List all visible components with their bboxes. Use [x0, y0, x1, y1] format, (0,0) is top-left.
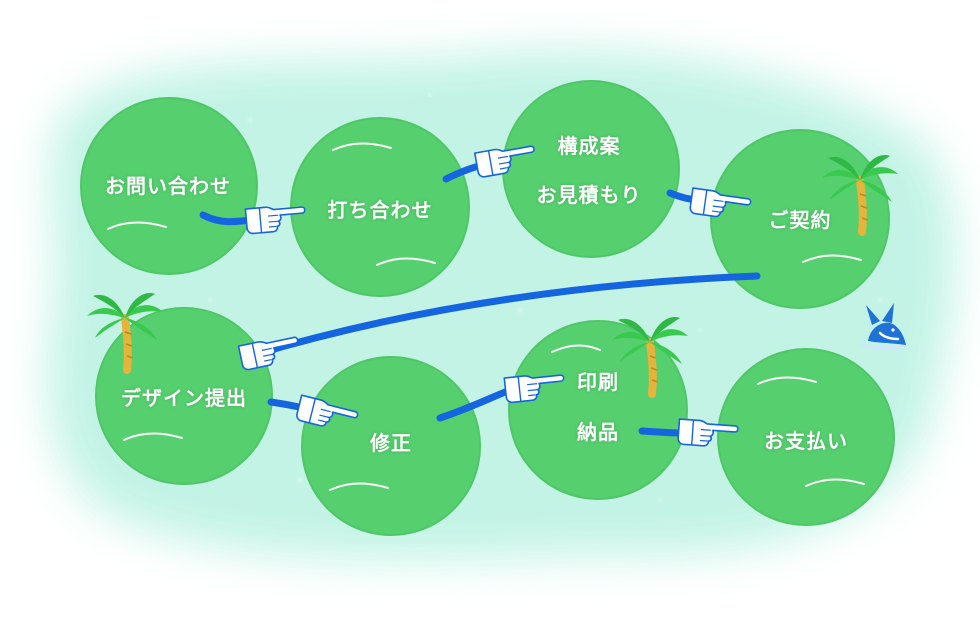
step-circle-revision [301, 356, 481, 536]
connector-line [246, 272, 761, 360]
step-label-contract: ご契約 [768, 208, 832, 232]
decor-arc [551, 344, 601, 353]
decor-arc [802, 254, 862, 263]
step-label-revision: 修正 [370, 431, 412, 455]
step-label-inquiry: お問い合わせ [105, 174, 231, 198]
pointing-hand-icon [294, 394, 360, 435]
pointing-hand-icon [676, 418, 740, 449]
connector-line [638, 427, 687, 437]
decor-arc [376, 257, 436, 266]
decor-arc [107, 221, 167, 230]
step-label-print-line1: 印刷 [577, 370, 619, 394]
palm-tree-icon [87, 293, 163, 370]
step-circle-payment [717, 348, 895, 526]
step-circle-meeting [290, 117, 470, 297]
decor-arc [123, 432, 183, 441]
pointing-hand-icon [237, 333, 303, 372]
bird-icon [860, 303, 908, 350]
pointing-hand-icon [244, 203, 308, 235]
step-label-meeting: 打ち合わせ [327, 198, 433, 222]
connector-line [199, 211, 254, 226]
step-label-plan-line1: 構成案 [557, 134, 621, 158]
step-label-payment: お支払い [764, 429, 848, 453]
step-circle-inquiry [80, 97, 258, 275]
step-label-design: デザイン提出 [121, 386, 247, 410]
decor-arc [329, 482, 389, 491]
palm-tree-icon [612, 317, 688, 394]
decor-arc [332, 142, 392, 151]
step-label-print-line2: 納品 [577, 420, 619, 444]
decor-arc [757, 376, 817, 385]
pointing-hand-icon [503, 371, 567, 404]
palm-tree-icon [822, 155, 898, 232]
pointing-hand-icon [688, 187, 753, 222]
decor-arc [805, 478, 865, 487]
step-circle-plan [502, 80, 680, 258]
connector-line [436, 386, 514, 422]
pointing-hand-icon [473, 142, 539, 179]
step-label-plan-line2: お見積もり [536, 183, 642, 207]
